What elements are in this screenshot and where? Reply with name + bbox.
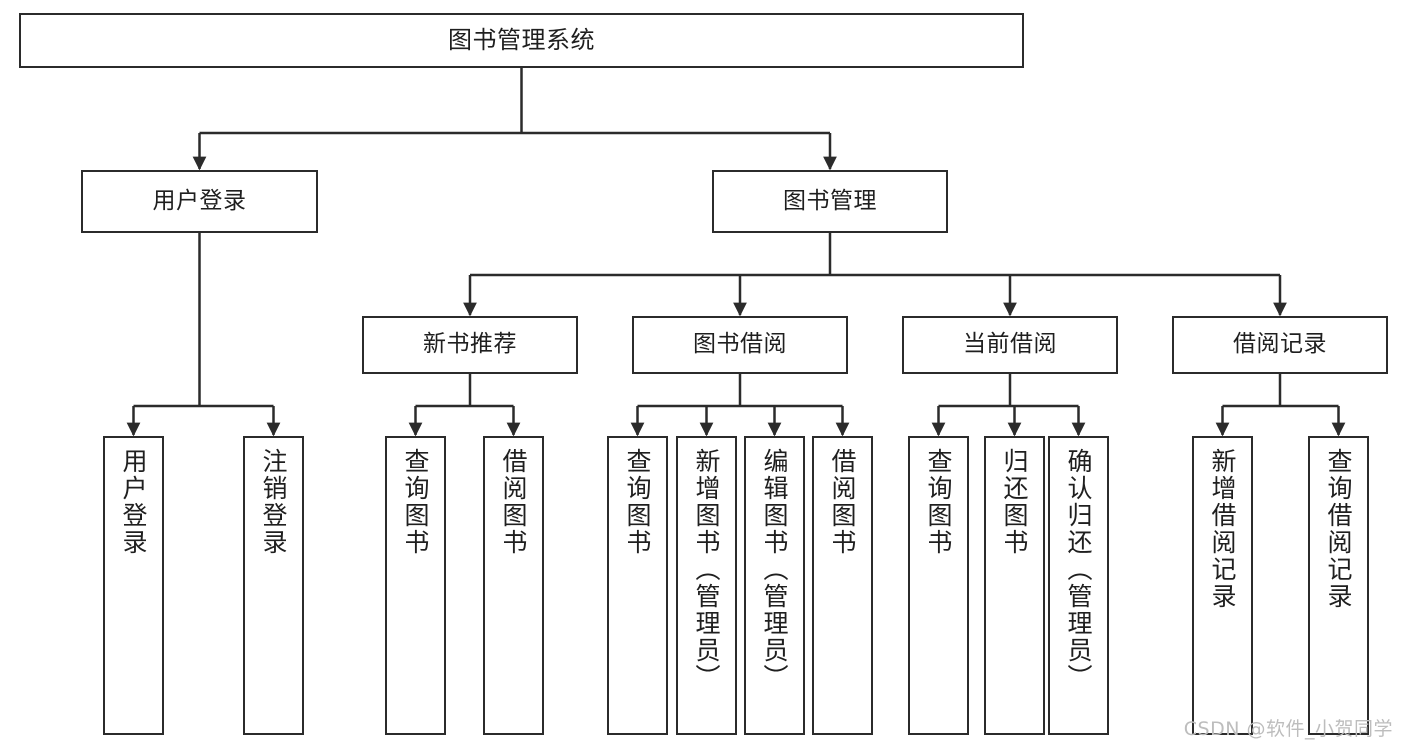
node-bookmgmt[interactable]: 图书管理 [712,170,948,233]
node-leaf-new-query[interactable]: 查询图书 [385,436,446,735]
node-label: 确认归还（管理员） [1064,448,1093,691]
node-leaf-c-confirm[interactable]: 确认归还（管理员） [1048,436,1109,735]
node-leaf-b-edit[interactable]: 编辑图书（管理员） [744,436,805,735]
node-leaf-r-query[interactable]: 查询借阅记录 [1308,436,1369,735]
node-label: 用户登录 [152,187,247,214]
node-label: 图书借阅 [693,331,787,358]
node-label: 新书推荐 [423,331,517,358]
node-label: 查询借阅记录 [1324,448,1353,610]
node-newbooks[interactable]: 新书推荐 [362,316,578,374]
node-label: 当前借阅 [963,331,1057,358]
node-current[interactable]: 当前借阅 [902,316,1118,374]
node-label: 归还图书 [1000,448,1029,556]
node-label: 借阅记录 [1233,331,1327,358]
node-leaf-b-add[interactable]: 新增图书（管理员） [676,436,737,735]
node-label: 查询图书 [924,448,953,556]
node-leaf-new-borrow[interactable]: 借阅图书 [483,436,544,735]
node-label: 借阅图书 [499,448,528,556]
node-leaf-b-borrow[interactable]: 借阅图书 [812,436,873,735]
node-records[interactable]: 借阅记录 [1172,316,1388,374]
node-leaf-b-query[interactable]: 查询图书 [607,436,668,735]
node-leaf-user-logout[interactable]: 注销登录 [243,436,304,735]
node-label: 查询图书 [623,448,652,556]
node-login[interactable]: 用户登录 [81,170,318,233]
node-root[interactable]: 图书管理系统 [19,13,1024,68]
node-leaf-c-query[interactable]: 查询图书 [908,436,969,735]
node-label: 图书管理系统 [448,26,595,55]
node-label: 用户登录 [119,448,148,556]
node-label: 编辑图书（管理员） [760,448,789,691]
node-label: 图书管理 [783,187,877,214]
node-leaf-r-add[interactable]: 新增借阅记录 [1192,436,1253,735]
node-label: 注销登录 [259,448,288,556]
node-leaf-user-login[interactable]: 用户登录 [103,436,164,735]
watermark: CSDN @软件_小贺同学 [1183,718,1393,740]
node-leaf-c-return[interactable]: 归还图书 [984,436,1045,735]
node-label: 借阅图书 [828,448,857,556]
node-borrow[interactable]: 图书借阅 [632,316,848,374]
node-label: 新增借阅记录 [1208,448,1237,610]
node-label: 查询图书 [401,448,430,556]
node-label: 新增图书（管理员） [692,448,721,691]
